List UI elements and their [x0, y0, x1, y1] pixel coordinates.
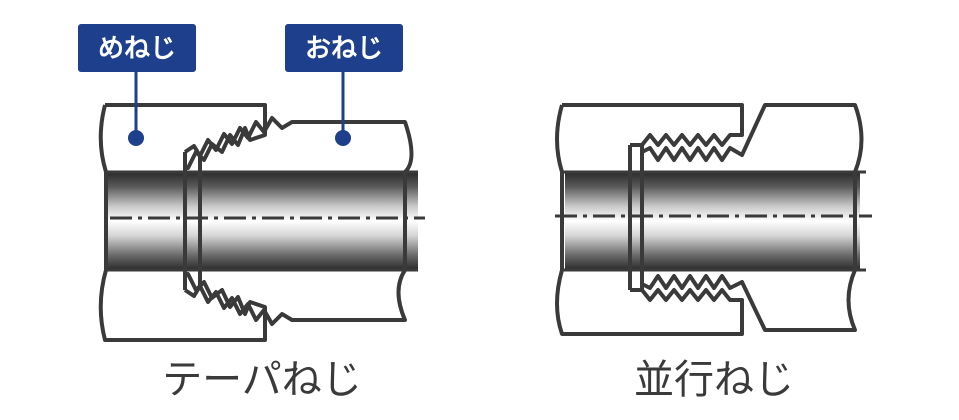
- male-thread-tag: おねじ: [285, 24, 403, 72]
- female-thread-label: めねじ: [98, 34, 176, 64]
- parallel-bore: [565, 172, 860, 270]
- parallel-thread-figure: 並行ねじ: [555, 98, 872, 403]
- parallel-thread-caption: 並行ねじ: [634, 357, 794, 403]
- taper-thread-caption: テーパねじ: [162, 357, 362, 403]
- female-thread-marker: [128, 130, 144, 146]
- male-thread-label: おねじ: [305, 34, 383, 64]
- parallel-female-body: [555, 103, 744, 336]
- male-thread-pipe: [183, 116, 414, 326]
- male-thread-marker: [335, 130, 351, 146]
- taper-thread-figure: めねじ おねじ テーパねじ: [78, 24, 425, 403]
- female-thread-tag: めねじ: [78, 24, 196, 72]
- taper-bore: [108, 172, 418, 270]
